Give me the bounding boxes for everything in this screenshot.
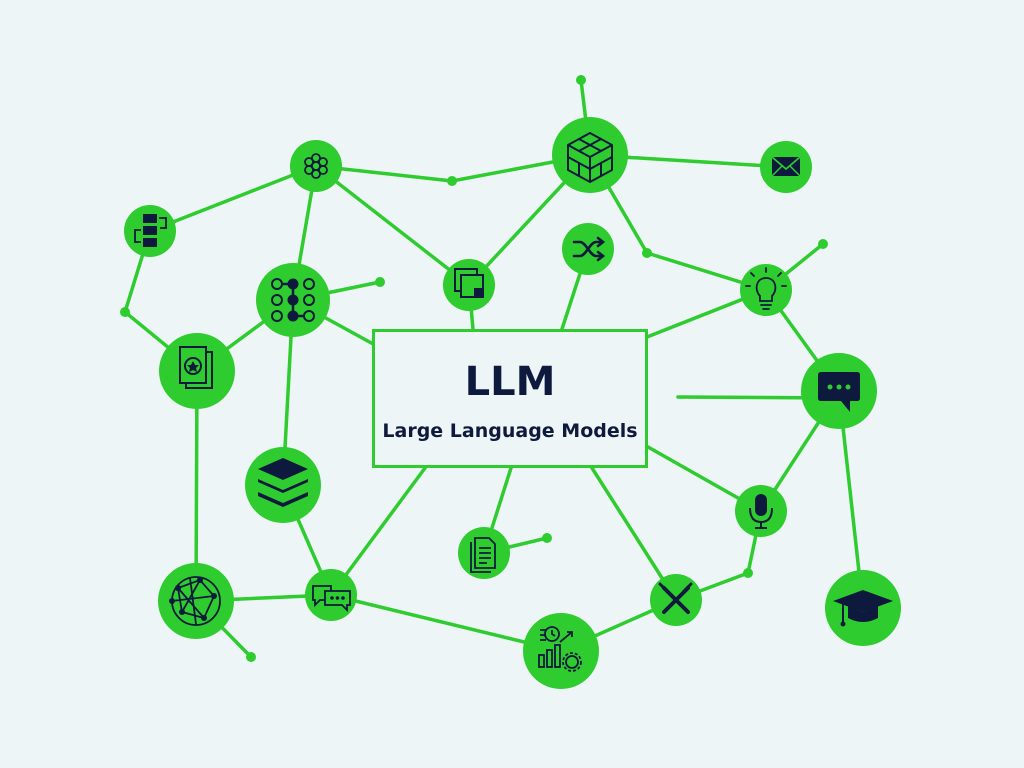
graduation-cap-icon bbox=[833, 590, 893, 627]
copy-icon bbox=[454, 268, 484, 298]
document-icon bbox=[470, 537, 496, 573]
layers-icon bbox=[258, 458, 308, 507]
layers-node bbox=[245, 447, 321, 523]
workflow-icon bbox=[134, 214, 167, 247]
email-node bbox=[760, 141, 812, 193]
molecule-icon bbox=[304, 153, 328, 179]
junction-dots bbox=[120, 75, 828, 662]
ar-cube-node bbox=[552, 117, 628, 193]
tools-node bbox=[650, 574, 702, 626]
neural-grid-node bbox=[256, 263, 330, 337]
email-icon bbox=[771, 156, 801, 177]
shuffle-node bbox=[562, 223, 614, 275]
chat-bubble-icon bbox=[818, 372, 860, 412]
lightbulb-icon bbox=[745, 267, 787, 310]
award-certificate-node bbox=[159, 333, 235, 409]
tools-icon bbox=[658, 582, 693, 614]
llm-title-box: LLM Large Language Models bbox=[372, 329, 648, 468]
global-network-node bbox=[158, 563, 234, 639]
graduation-cap-node bbox=[825, 570, 901, 646]
diagram-title: LLM bbox=[464, 358, 556, 405]
microphone-node bbox=[735, 485, 787, 537]
conversation-icon bbox=[312, 585, 351, 613]
molecule-node bbox=[290, 140, 342, 192]
conversation-node bbox=[305, 569, 357, 621]
document-node bbox=[458, 527, 510, 579]
lightbulb-node bbox=[740, 264, 792, 316]
neural-grid-icon bbox=[271, 278, 315, 322]
chat-bubble-node bbox=[801, 353, 877, 429]
shuffle-icon bbox=[572, 236, 606, 262]
ar-cube-icon bbox=[567, 132, 613, 183]
workflow-node bbox=[124, 205, 176, 257]
analytics-node bbox=[523, 613, 599, 689]
diagram-subtitle: Large Language Models bbox=[382, 419, 638, 442]
microphone-icon bbox=[749, 494, 773, 529]
copy-node bbox=[443, 259, 495, 311]
analytics-icon bbox=[538, 626, 582, 672]
award-certificate-icon bbox=[179, 346, 213, 389]
